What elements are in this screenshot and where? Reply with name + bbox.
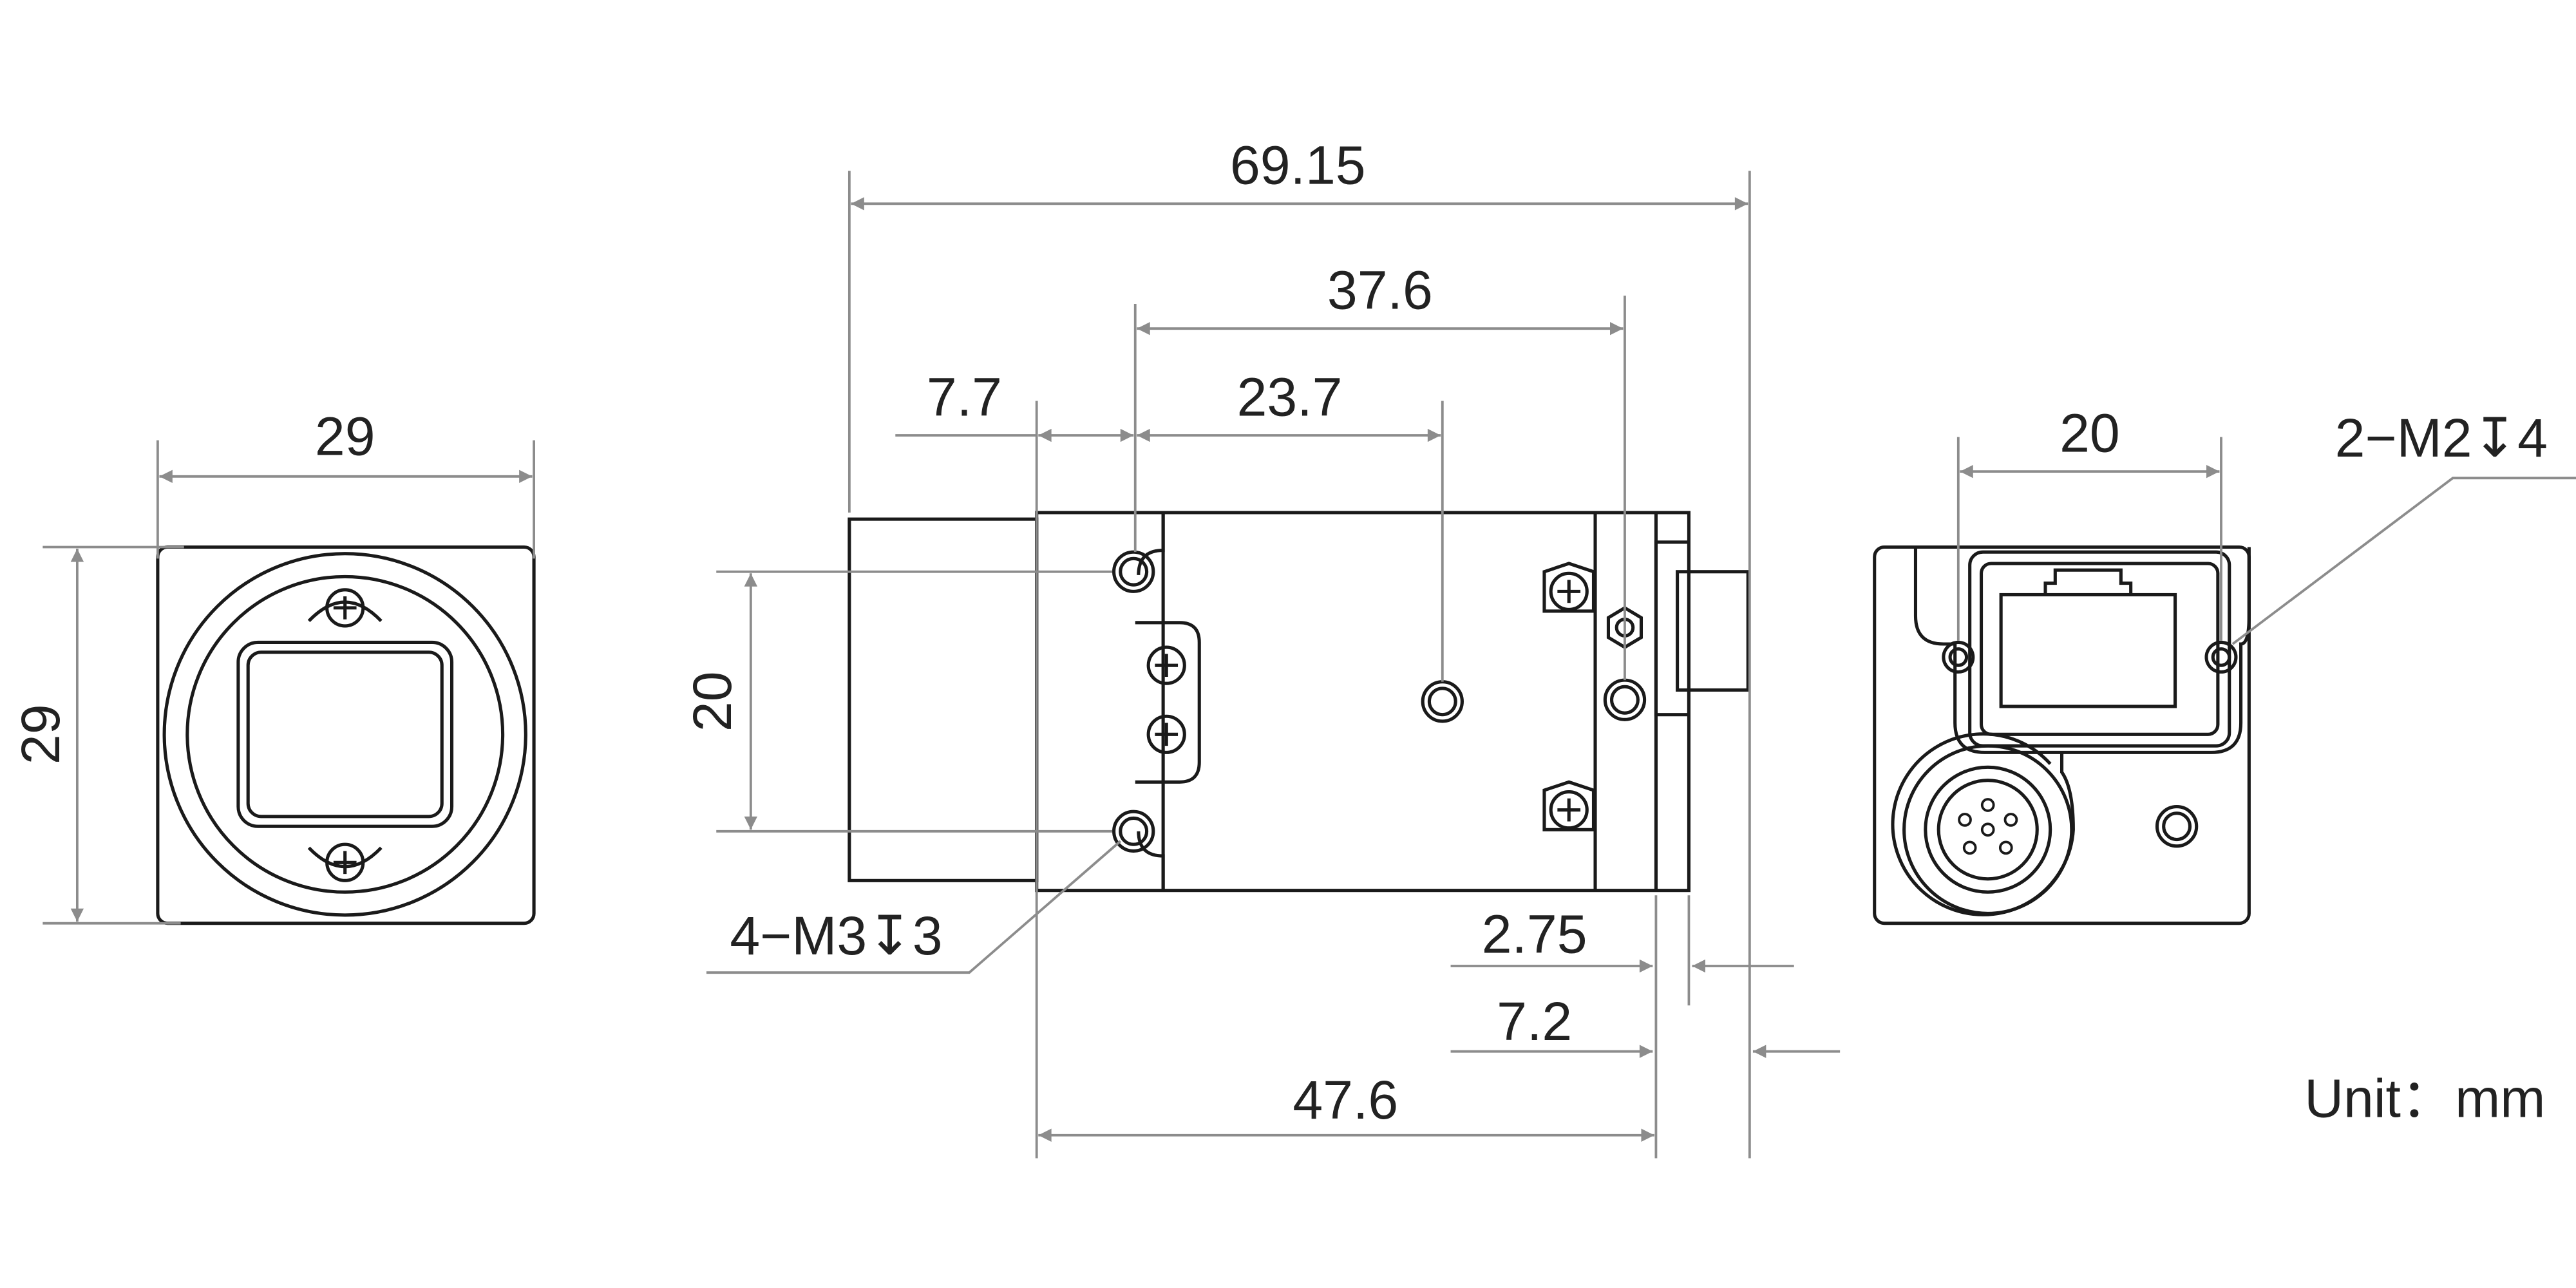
hole-pitch-label: 20 <box>682 671 743 732</box>
rear-thread-label: 2−M2↧4 <box>2335 408 2548 468</box>
front-screw-icon <box>325 588 365 882</box>
hole-span-label: 37.6 <box>1327 260 1433 321</box>
side-view: 69.15 37.6 7.7 23.7 20 4−M3↧3 2.75 7.2 4… <box>682 135 1841 1159</box>
unit-label: Unit：mm <box>2304 1068 2545 1129</box>
rear-hole-icon <box>1942 640 2238 848</box>
rear-offset-label: 2.75 <box>1482 904 1587 965</box>
side-dimension-lines <box>706 171 1841 1159</box>
overall-length-label: 69.15 <box>1230 135 1366 196</box>
rear-dimension-lines <box>1956 437 2576 645</box>
front-view-body <box>156 545 536 925</box>
rear-view: 20 2−M2↧4 <box>1873 403 2576 925</box>
rear-hole-pitch-label: 20 <box>2060 403 2120 464</box>
side-screw-icon <box>1146 562 1596 831</box>
front-width-label: 29 <box>315 406 375 467</box>
mount-thread-label: 4−M3↧3 <box>730 905 942 966</box>
center-hole-label: 23.7 <box>1237 366 1343 427</box>
front-dimension-lines <box>43 440 535 925</box>
front-view: 29 29 <box>10 406 536 925</box>
side-hole-icon <box>1112 550 1647 853</box>
connector-length-label: 7.2 <box>1497 991 1572 1052</box>
front-height-label: 29 <box>10 704 71 764</box>
body-length-label: 47.6 <box>1293 1070 1398 1130</box>
front-offset-label: 7.7 <box>927 366 1002 427</box>
rear-view-body <box>1873 545 2251 925</box>
connector-pin-icon <box>1958 798 2018 855</box>
